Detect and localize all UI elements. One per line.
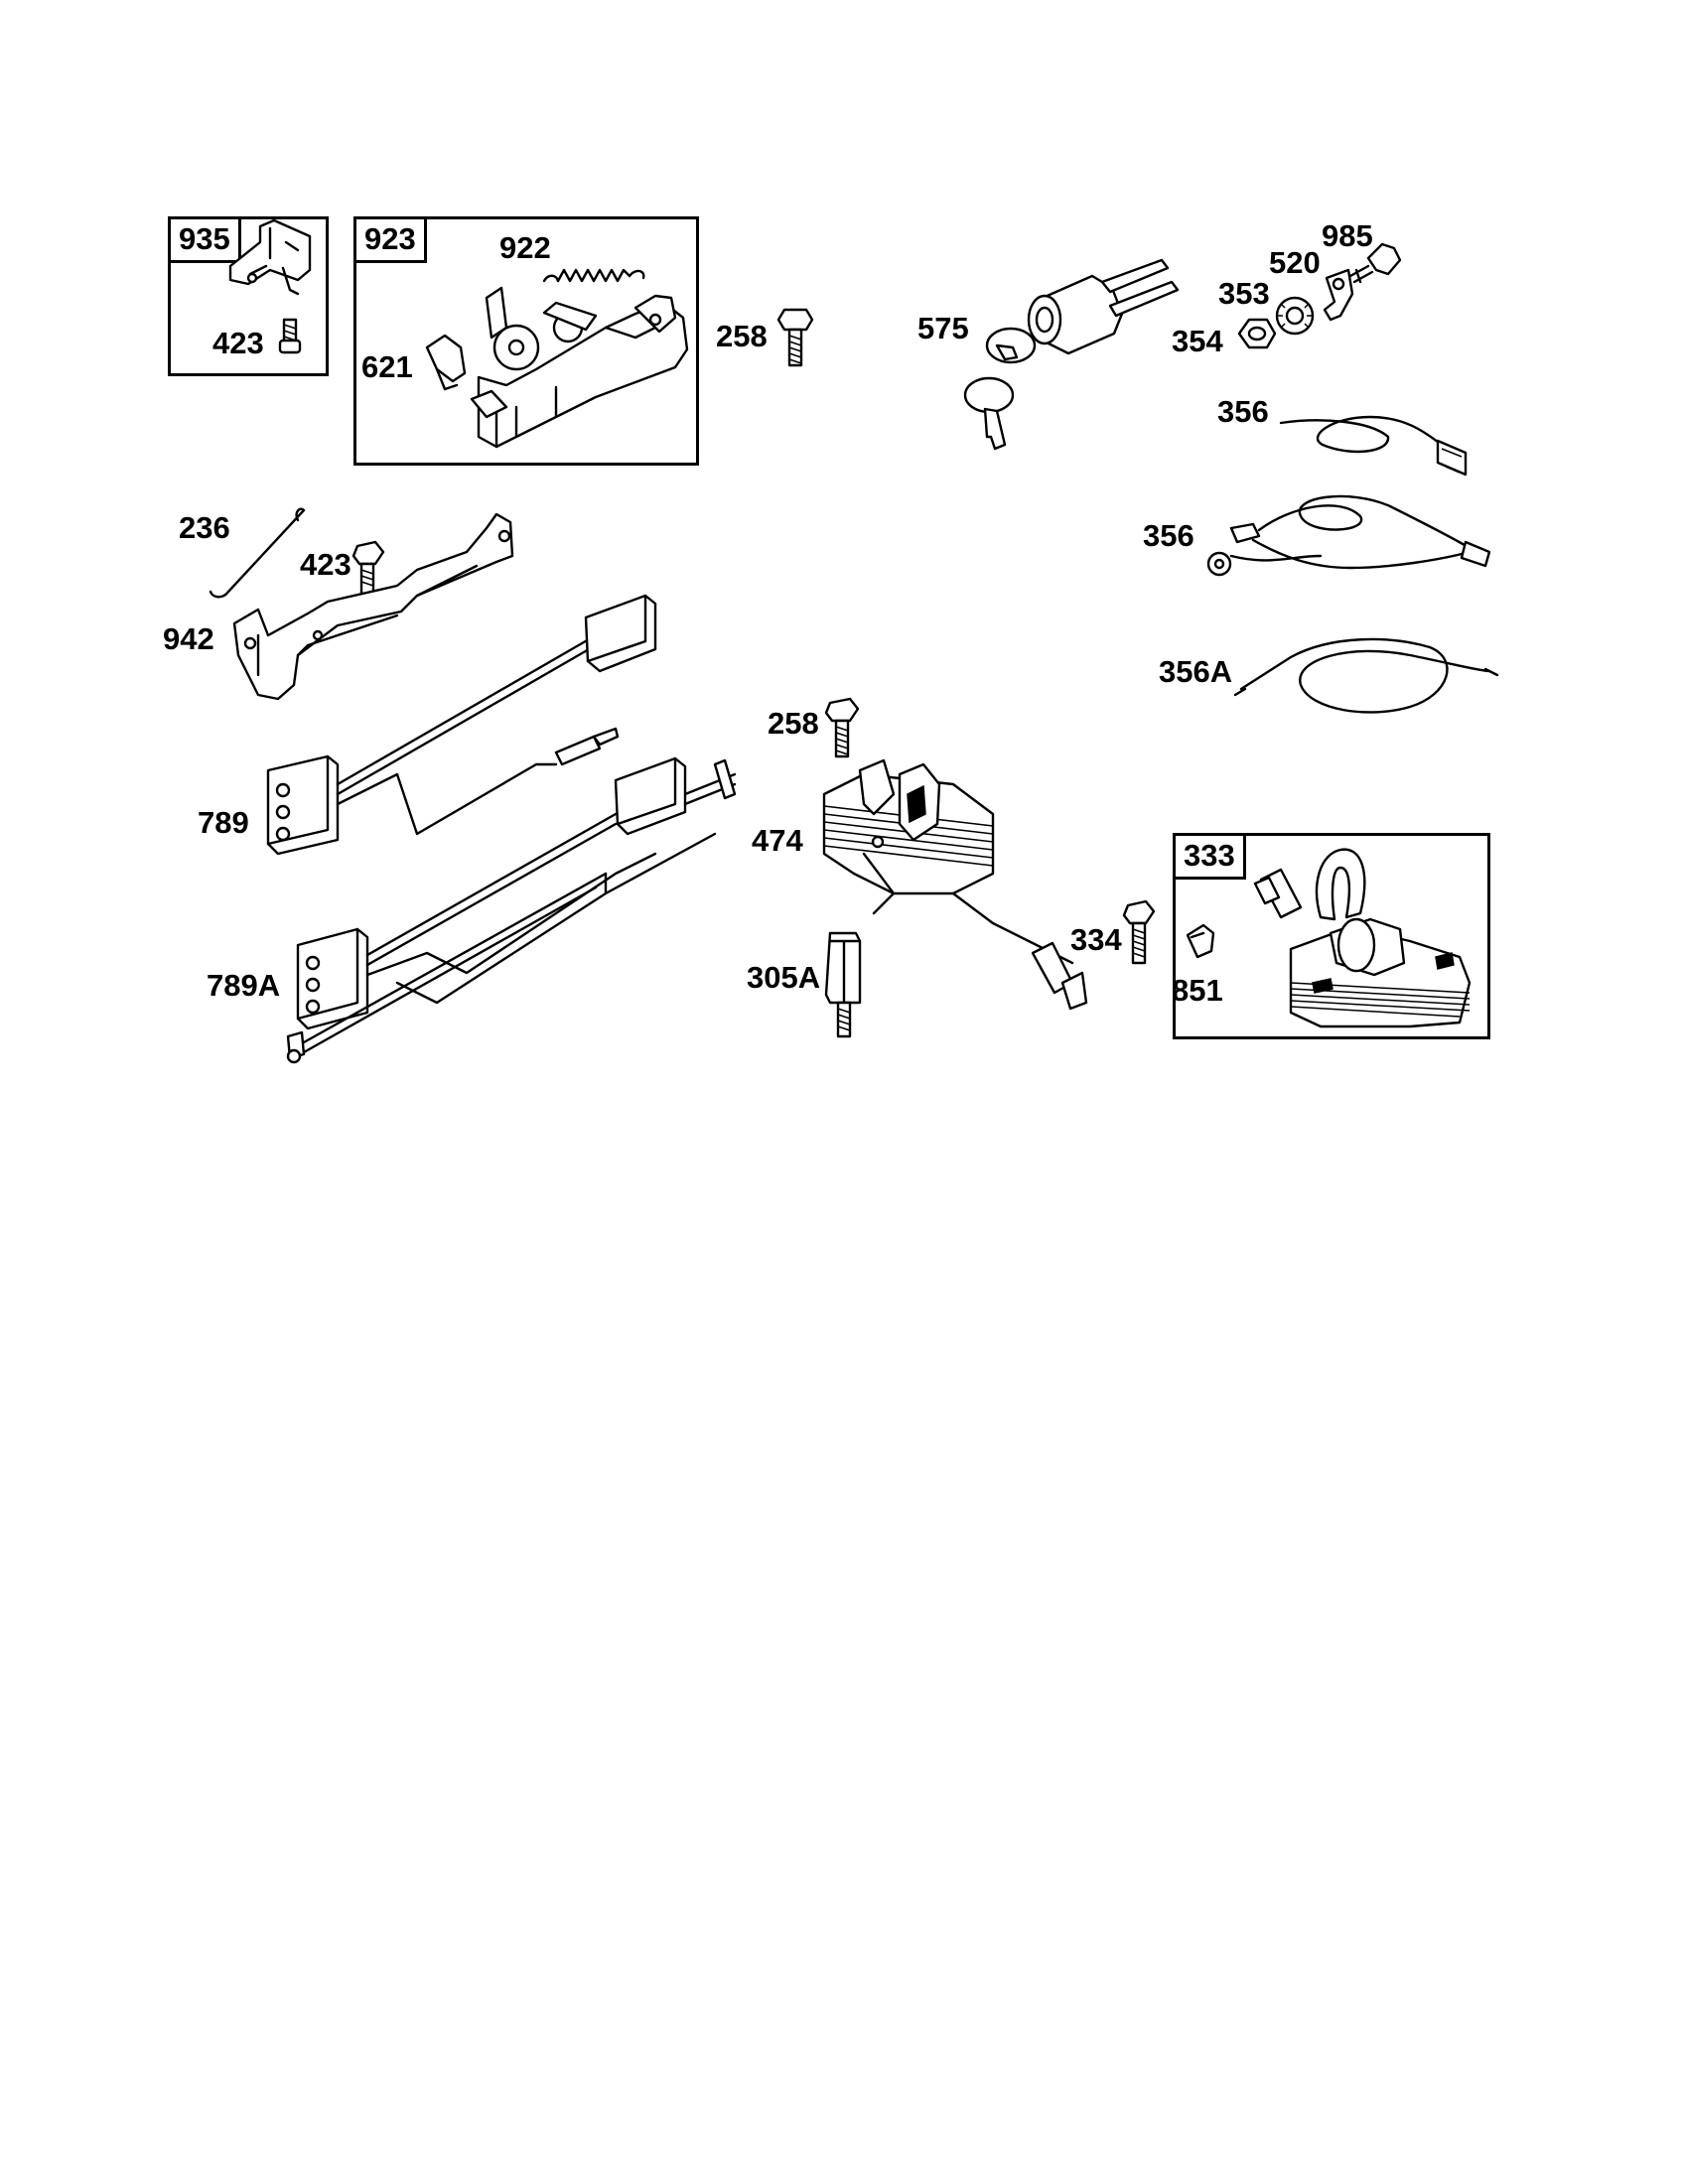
label-520: 520 [1269,245,1321,280]
label-423-b: 423 [300,547,351,582]
bolt-258-b-drawing [824,697,860,758]
hardware-group-drawing [1237,242,1402,349]
governor-control-923-drawing [470,286,689,449]
label-354: 354 [1172,324,1223,358]
label-789A: 789A [207,968,281,1003]
label-922: 922 [499,230,551,265]
screw-334-drawing [1122,899,1156,965]
label-942: 942 [163,621,214,656]
ignition-coil-333-drawing [1186,848,1472,1028]
label-258-b: 258 [768,706,819,741]
label-621: 621 [361,349,413,384]
screw-423-a-drawing [278,318,302,354]
label-356-b: 356 [1143,518,1194,553]
kit-923-label: 923 [356,219,427,263]
wire-356-b-drawing [1206,494,1491,577]
label-334: 334 [1070,922,1122,957]
spring-922-drawing [542,268,645,283]
label-474: 474 [752,823,803,858]
wire-356-a-drawing [1279,415,1468,477]
wire-356A-drawing [1233,637,1499,714]
kit-923-frame [353,216,699,466]
standoff-305A-drawing [824,931,862,1038]
armature-474-drawing [822,758,1088,1011]
kit-935-label: 935 [171,219,241,263]
bracket-942-drawing [232,512,514,701]
label-356A: 356A [1159,654,1233,689]
ignition-switch-575-drawing [963,258,1180,451]
screw-423-b-drawing [351,540,385,596]
label-789: 789 [198,805,249,840]
kit-935-frame [168,216,329,376]
label-305A: 305A [747,960,821,995]
harness-789-drawing [266,594,657,856]
kit-333-label: 333 [1176,836,1246,880]
lever-621-drawing [425,334,467,391]
label-575: 575 [917,311,969,345]
label-236: 236 [179,510,230,545]
harness-789A-drawing [286,756,737,1064]
label-985: 985 [1322,218,1373,253]
label-356-a: 356 [1217,394,1269,429]
label-258-a: 258 [716,319,768,353]
link-236-drawing [209,507,306,599]
label-851: 851 [1172,973,1223,1008]
kit-333-frame [1173,833,1490,1039]
label-353: 353 [1218,276,1270,311]
label-423-a: 423 [212,326,264,360]
governor-bracket-935-drawing [228,218,312,296]
bolt-258-a-drawing [776,308,814,367]
